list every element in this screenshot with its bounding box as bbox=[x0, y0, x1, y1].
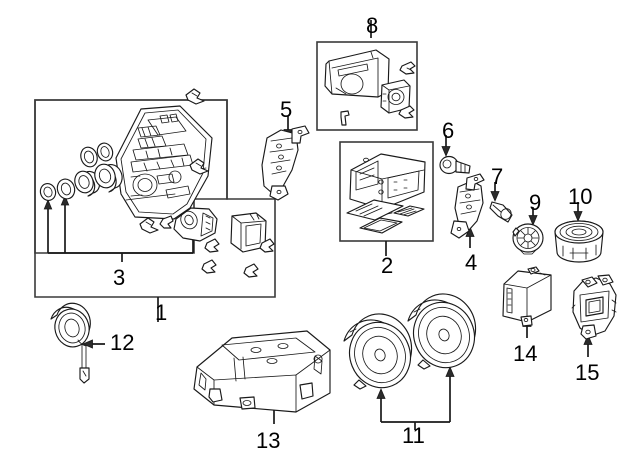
callout-label-9[interactable]: 9 bbox=[529, 190, 542, 215]
mounting-plate-15[interactable] bbox=[571, 274, 617, 340]
callout-label-2[interactable]: 2 bbox=[381, 253, 394, 278]
dvd-player-box[interactable] bbox=[316, 41, 418, 131]
leader-9-arrowhead bbox=[528, 215, 538, 227]
control-knob-medium-b[interactable] bbox=[78, 145, 99, 169]
bracket-part[interactable] bbox=[450, 173, 485, 239]
control-knob-medium-a[interactable] bbox=[72, 169, 101, 197]
control-unit-14[interactable] bbox=[502, 266, 552, 327]
navigation-ecu-unit[interactable] bbox=[349, 153, 426, 215]
dvd-mount-screw-a[interactable] bbox=[399, 61, 416, 75]
callout-label-3[interactable]: 3 bbox=[113, 265, 126, 290]
control-knob-large-b[interactable] bbox=[95, 141, 115, 163]
leader-3 bbox=[47, 200, 193, 254]
antenna-base[interactable] bbox=[439, 155, 471, 175]
leader-12-arrowhead bbox=[81, 339, 93, 349]
amplifier-module[interactable] bbox=[193, 330, 331, 413]
leader-11-arrowhead-a bbox=[376, 387, 386, 399]
leader-7-arrowhead bbox=[490, 191, 500, 203]
leader-10-arrowhead bbox=[573, 211, 583, 223]
callout-label-15[interactable]: 15 bbox=[575, 360, 600, 385]
dvd-player-unit[interactable] bbox=[324, 49, 390, 98]
auxiliary-jack-module[interactable] bbox=[173, 207, 218, 242]
push-clip-fastener bbox=[201, 259, 217, 274]
leader-11 bbox=[380, 372, 451, 430]
callout-label-10[interactable]: 10 bbox=[568, 184, 593, 209]
dvd-mount-screw-b[interactable] bbox=[398, 105, 415, 119]
midrange-speaker[interactable] bbox=[554, 220, 604, 263]
control-knob-small-b[interactable] bbox=[55, 177, 77, 201]
callout-label-5[interactable]: 5 bbox=[280, 97, 293, 122]
leader-6-arrowhead bbox=[441, 146, 451, 158]
push-clip-fastener bbox=[185, 88, 205, 105]
callout-label-12[interactable]: 12 bbox=[110, 330, 135, 355]
push-clip-fastener bbox=[259, 238, 275, 253]
push-clip-fastener bbox=[243, 263, 259, 278]
buzzer-speaker[interactable] bbox=[50, 302, 94, 384]
callout-label-7[interactable]: 7 bbox=[491, 164, 504, 189]
callout-label-4[interactable]: 4 bbox=[465, 250, 478, 275]
leader-3-arrowhead-a bbox=[43, 198, 53, 210]
callout-label-14[interactable]: 14 bbox=[513, 341, 538, 366]
mounting-bracket-left[interactable] bbox=[261, 125, 310, 201]
control-knob-small-a[interactable] bbox=[38, 182, 58, 203]
door-speaker-left[interactable] bbox=[340, 313, 420, 397]
push-clip-fastener bbox=[204, 238, 220, 253]
push-clip-fastener bbox=[189, 158, 209, 175]
leader-15-arrowhead bbox=[583, 333, 593, 345]
navigation-sd-card[interactable] bbox=[393, 205, 425, 217]
callout-label-8[interactable]: 8 bbox=[366, 13, 379, 38]
leader-3-arrowhead-b bbox=[60, 194, 70, 206]
navigation-gasket-sheet[interactable] bbox=[346, 199, 404, 221]
leader-11-arrowhead-b bbox=[445, 365, 455, 377]
tweeter-speaker[interactable] bbox=[512, 223, 544, 255]
callout-label-1[interactable]: 1 bbox=[155, 300, 168, 325]
screw-bolt[interactable] bbox=[489, 201, 513, 223]
navigation-tray-plate[interactable] bbox=[359, 217, 403, 234]
door-speaker-right[interactable] bbox=[404, 293, 484, 377]
control-knob-large-a[interactable] bbox=[92, 161, 123, 193]
dvd-mount-screw-c[interactable] bbox=[340, 110, 350, 126]
push-clip-fastener bbox=[139, 217, 159, 234]
callout-label-13[interactable]: 13 bbox=[256, 428, 281, 453]
callout-label-6[interactable]: 6 bbox=[442, 118, 455, 143]
push-clip-fastener-group bbox=[139, 88, 275, 278]
push-clip-fastener bbox=[159, 215, 174, 229]
callout-label-11[interactable]: 11 bbox=[402, 423, 425, 448]
